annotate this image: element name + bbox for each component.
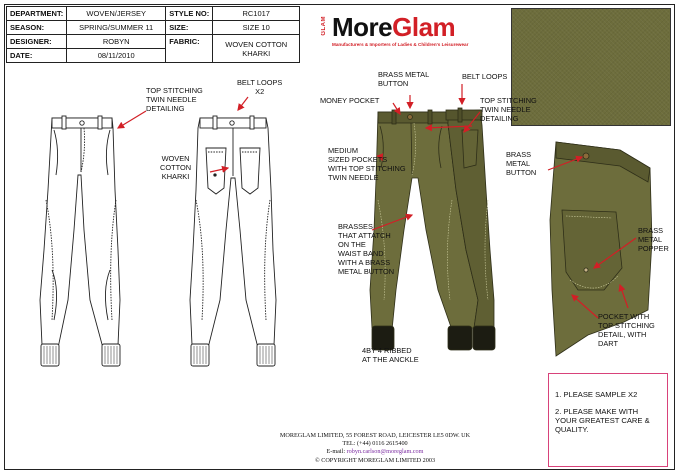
label-belt-loops-back: BELT LOOPS X2 — [237, 78, 283, 96]
label-detail-popper: BRASS METAL POPPER — [638, 226, 669, 253]
footer-email-link[interactable]: robyn.carlson@moreglam.com — [346, 448, 424, 456]
sheet-border — [4, 4, 675, 470]
footer-tel: TEL: (+44) 0116 2615400 — [342, 440, 408, 448]
company-footer: MOREGLAM LIMITED, 55 FOREST ROAD, LEICES… — [230, 432, 520, 465]
label-detail-pocket: POCKET WITH TOP STITCHING DETAIL, WITH D… — [598, 312, 655, 348]
sample-notes-box: 1. PLEASE SAMPLE x2 2. PLEASE MAKE WITH … — [548, 373, 668, 467]
footer-email-line: E-mail: robyn.carlson@moreglam.com — [326, 448, 424, 456]
label-top-stitching-left: TOP STITCHING TWIN NEEDLE DETAILING — [146, 86, 203, 113]
note-1: 1. PLEASE SAMPLE x2 — [555, 390, 638, 399]
spec-table: DEPARTMENT: WOVEN/JERSEY STYLE NO: RC101… — [5, 6, 301, 63]
fabric-swatch — [511, 8, 671, 126]
footer-copyright: © COPYRIGHT MOREGLAM LIMITED 2003 — [314, 456, 436, 464]
label-money-pocket: MONEY POCKET — [320, 96, 380, 105]
note-2: 2. PLEASE MAKE WITH YOUR GREATEST CARE &… — [555, 407, 650, 434]
logo-tagline: Manufacturers & Importers of Ladies & Ch… — [332, 42, 469, 47]
label-belt-loops-front: BELT LOOPS — [462, 72, 508, 81]
khaki-front-render — [369, 107, 496, 351]
fabric-value: WOVEN COTTON KHARKI — [212, 34, 301, 63]
label-detail-brass-button: BRASS METAL BUTTON — [506, 150, 537, 177]
moreglam-logo: GLAM MoreGlam Manufacturers & Importers … — [320, 10, 505, 55]
fabric-value-line-1: WOVEN COTTON — [225, 39, 288, 49]
back-flat-sketch — [189, 115, 277, 367]
label-ribbed: 4BY 4 RIBBED AT THE ANCKLE — [362, 346, 419, 364]
label-woven-cotton: WOVEN COTTON KHARKI — [160, 154, 192, 181]
label-medium-pockets: MEDIUM SIZED POCKETS WITH TOP STITCHING … — [328, 146, 406, 182]
label-brasses: BRASSES THAT ATTATCH ON THE WAIST BAND W… — [338, 222, 395, 276]
fabric-label: FABRIC: — [165, 34, 214, 63]
logo-glam: Glam — [392, 12, 456, 42]
date-label: DATE: — [5, 48, 68, 63]
front-flat-sketch — [39, 115, 121, 367]
label-top-stitching-right: TOP STITCHING TWIN NEEDLE DETAILING — [480, 96, 537, 123]
logo-wordmark: MoreGlam — [332, 12, 456, 42]
label-brass-button: BRASS METAL BUTTON — [378, 70, 430, 88]
callout-arrows — [116, 84, 637, 319]
date-value: 08/11/2010 — [66, 48, 167, 63]
fabric-value-line-2: KHARKI — [242, 48, 271, 58]
logo-more: More — [332, 12, 393, 42]
footer-address: MOREGLAM LIMITED, 55 FOREST ROAD, LEICES… — [279, 432, 471, 439]
